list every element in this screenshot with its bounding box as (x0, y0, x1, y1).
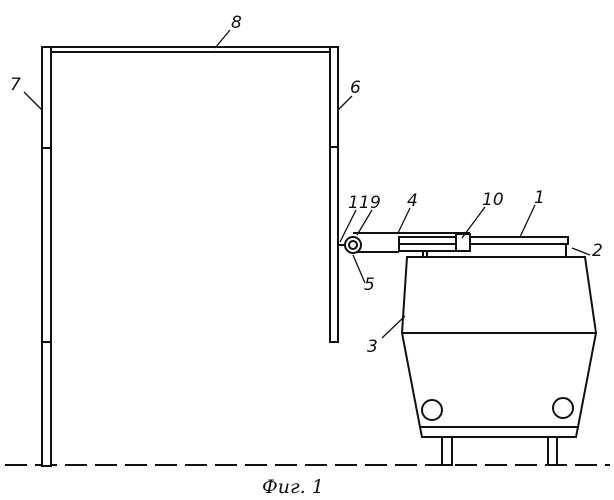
vehicle-body (402, 257, 596, 427)
rail (470, 237, 568, 244)
top-beam (51, 47, 330, 52)
leg (442, 437, 452, 465)
right-post (330, 47, 338, 342)
leg (548, 437, 557, 465)
label-8: 8 (231, 13, 242, 33)
label-10: 10 (482, 190, 504, 210)
body-base (420, 427, 578, 437)
label-3: 3 (367, 337, 378, 357)
label-11: 11 (348, 193, 370, 213)
label-2: 2 (592, 241, 603, 261)
label-7: 7 (10, 75, 21, 95)
left-post (42, 47, 51, 466)
label-5: 5 (364, 275, 375, 295)
label-6: 6 (350, 78, 361, 98)
label-1: 1 (534, 188, 545, 208)
roller-outer (345, 237, 361, 253)
label-4: 4 (407, 191, 418, 211)
label-9: 9 (370, 193, 381, 213)
figure-caption: Фиг. 1 (262, 476, 324, 498)
